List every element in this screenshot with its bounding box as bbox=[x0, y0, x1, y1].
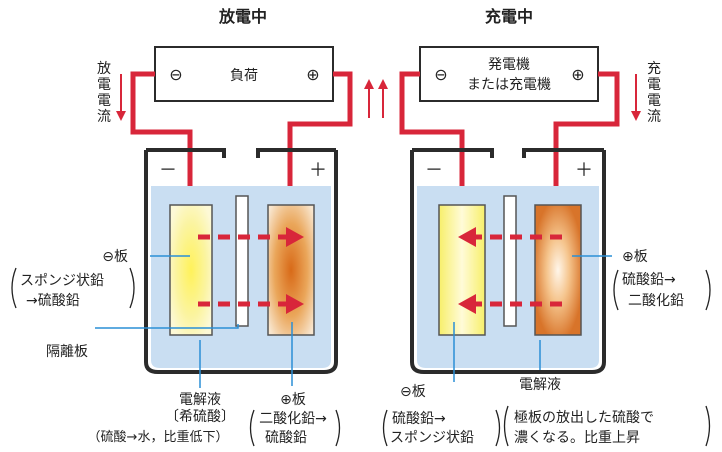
paren-left-pos-close bbox=[335, 409, 341, 447]
svg-text:電: 電 bbox=[647, 93, 661, 109]
generator-minus-symbol: ⊖ bbox=[434, 65, 447, 84]
container-right-lid-l bbox=[412, 148, 494, 158]
paren-right-electrolyte-close bbox=[705, 405, 711, 447]
label-right-neg-desc-2: スポンジ状鉛 bbox=[390, 430, 474, 446]
container-left-lid-r bbox=[256, 148, 336, 158]
wire-left-positive bbox=[287, 71, 353, 212]
svg-text:電: 電 bbox=[97, 93, 111, 109]
label-right-neg-plate: ⊖板 bbox=[400, 384, 426, 400]
left-positive-plate bbox=[267, 204, 315, 336]
label-left-neg-desc-1: スポンジ状鉛 bbox=[20, 273, 104, 289]
paren-left-neg-close bbox=[129, 267, 135, 309]
svg-text:電: 電 bbox=[647, 77, 661, 93]
label-left-electrolyte: 電解液 bbox=[179, 392, 221, 408]
label-right-electrolyte-desc-1: 極板の放出した硫酸で bbox=[514, 410, 654, 426]
svg-text:充: 充 bbox=[647, 61, 661, 77]
generator-label-2: または充電機 bbox=[467, 77, 551, 93]
left-negative-plate bbox=[169, 204, 213, 336]
generator-plus-symbol: ⊕ bbox=[571, 65, 584, 84]
discharge-current-label: 放 電 電 流 bbox=[97, 61, 111, 125]
label-left-neg-desc-2: →硫酸鉛 bbox=[26, 293, 80, 309]
right-terminal-plus: ＋ bbox=[575, 160, 593, 181]
label-right-neg-desc-1: 硫酸鉛→ bbox=[392, 411, 446, 427]
wire-right-positive bbox=[553, 71, 620, 212]
label-left-neg-plate: ⊖板 bbox=[102, 249, 128, 265]
label-right-pos-desc-1: 硫酸鉛→ bbox=[622, 272, 676, 288]
svg-text:流: 流 bbox=[647, 109, 661, 125]
load-plus-symbol: ⊕ bbox=[306, 65, 319, 84]
load-label: 負荷 bbox=[230, 68, 258, 84]
left-terminal-plus: ＋ bbox=[309, 160, 327, 181]
title-charge: 充電中 bbox=[485, 7, 533, 26]
paren-right-neg-close bbox=[495, 409, 501, 447]
svg-text:放: 放 bbox=[97, 61, 111, 77]
svg-text:電: 電 bbox=[97, 77, 111, 93]
label-left-pos-desc-1: 二酸化鉛→ bbox=[259, 411, 327, 427]
container-left bbox=[144, 150, 338, 374]
paren-right-pos-close bbox=[705, 269, 711, 311]
paren-right-neg-open bbox=[382, 409, 388, 447]
label-left-pos-plate: ⊕板 bbox=[280, 392, 306, 408]
paren-right-electrolyte-open bbox=[503, 405, 509, 447]
right-separator bbox=[503, 195, 517, 327]
wire-left-negative bbox=[130, 71, 193, 212]
label-left-electrolyte-change: （硫酸→水，比重低下） bbox=[88, 429, 229, 445]
svg-text:流: 流 bbox=[97, 109, 111, 125]
left-terminal-minus: － bbox=[159, 160, 177, 181]
left-ion-arrowhead-top bbox=[286, 227, 304, 247]
charge-current-label: 充 電 電 流 bbox=[647, 61, 661, 125]
container-right-lid-r bbox=[522, 148, 604, 158]
generator-label-1: 発電機 bbox=[488, 57, 530, 73]
label-right-electrolyte-desc-2: 濃くなる。比重上昇 bbox=[514, 430, 640, 446]
paren-left-neg-open bbox=[11, 267, 17, 309]
right-negative-plate bbox=[438, 204, 486, 336]
right-ion-arrowhead-bottom bbox=[458, 294, 476, 314]
label-right-pos-desc-2: 二酸化鉛 bbox=[628, 293, 684, 309]
leader-left-separator bbox=[95, 324, 239, 329]
title-discharge: 放電中 bbox=[218, 7, 267, 26]
paren-left-pos-open bbox=[249, 409, 255, 447]
label-right-pos-plate: ⊕板 bbox=[622, 249, 648, 265]
left-separator bbox=[235, 195, 249, 327]
right-positive-plate bbox=[534, 204, 582, 336]
container-left-lid-l bbox=[146, 148, 226, 158]
load-minus-symbol: ⊖ bbox=[169, 65, 182, 84]
paren-right-pos-open bbox=[613, 269, 619, 311]
label-left-electrolyte-sub: 〔希硫酸〕 bbox=[165, 409, 235, 425]
right-terminal-minus: － bbox=[425, 160, 443, 181]
wire-right-negative bbox=[399, 71, 465, 212]
container-right bbox=[410, 150, 606, 374]
label-right-electrolyte: 電解液 bbox=[519, 377, 561, 393]
label-left-pos-desc-2: 硫酸鉛 bbox=[265, 430, 307, 446]
left-ion-arrowhead-bottom bbox=[286, 294, 304, 314]
label-separator: 隔離板 bbox=[46, 343, 88, 360]
right-ion-arrowhead-top bbox=[458, 227, 476, 247]
